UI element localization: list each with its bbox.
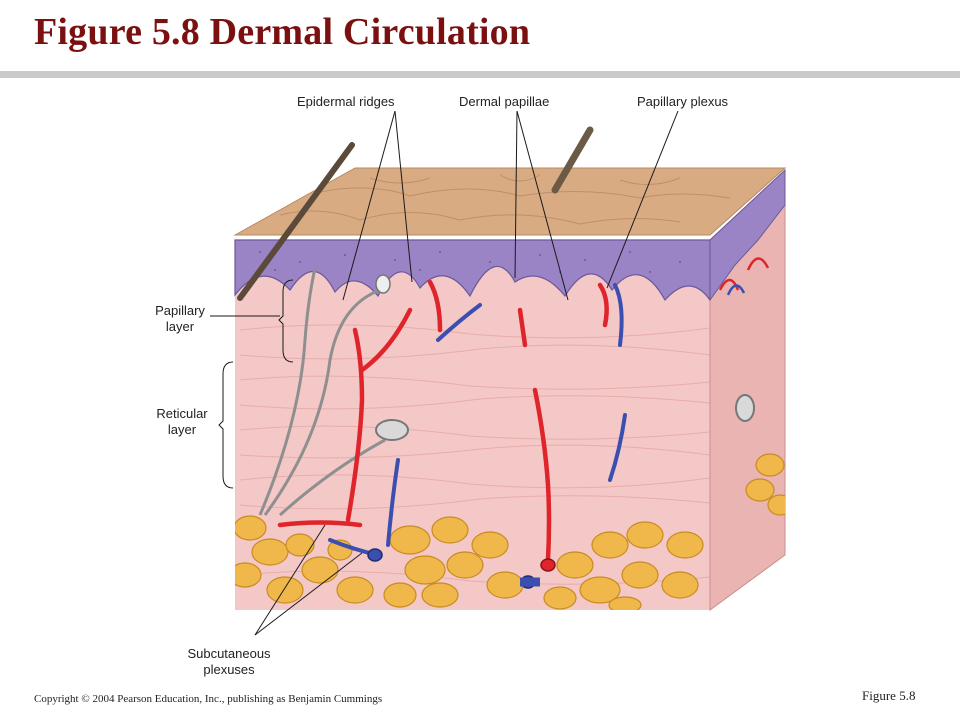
label-papillary-plexus: Papillary plexus <box>637 94 729 109</box>
side-fat <box>745 453 785 516</box>
hair-shaft-2 <box>551 126 594 194</box>
label-papillary-layer-line2: layer <box>166 319 195 334</box>
label-dermal-papillae: Dermal papillae <box>459 94 549 109</box>
cut-vessels <box>367 548 556 589</box>
dermal-circulation-diagram: Epidermal ridges Dermal papillae Papilla… <box>155 94 787 677</box>
skin-surface <box>233 167 787 236</box>
nerve-fibers <box>258 267 386 517</box>
label-epidermal-ridges: Epidermal ridges <box>297 94 395 109</box>
label-papillary-layer-line1: Papillary <box>155 303 205 318</box>
reticular-bracket <box>218 361 234 489</box>
arteries <box>277 279 609 563</box>
copyright-notice: Copyright © 2004 Pearson Education, Inc.… <box>34 693 383 705</box>
label-reticular-layer-line2: layer <box>168 422 197 437</box>
epidermis-stipple <box>259 251 681 273</box>
epidermis <box>234 239 711 302</box>
hair-shaft <box>237 142 355 301</box>
label-subcutaneous-plexuses-line1: Subcutaneous <box>187 646 271 661</box>
label-reticular-layer-line1: Reticular <box>156 406 208 421</box>
papillary-bracket <box>278 279 294 363</box>
leader-lines <box>210 110 679 636</box>
side-epidermis <box>709 168 786 302</box>
label-subcutaneous-plexuses-line2: plexuses <box>203 662 255 677</box>
subcutaneous-fat <box>235 515 704 610</box>
title-divider <box>0 71 960 78</box>
lamellated-corpuscle <box>375 419 409 441</box>
side-corpuscle <box>735 394 755 422</box>
dermis-fibers <box>239 324 710 585</box>
page-title: Figure 5.8 Dermal Circulation <box>34 11 531 53</box>
tactile-corpuscle <box>375 274 391 294</box>
figure-reference: Figure 5.8 <box>862 688 916 703</box>
surface-texture <box>279 174 731 225</box>
